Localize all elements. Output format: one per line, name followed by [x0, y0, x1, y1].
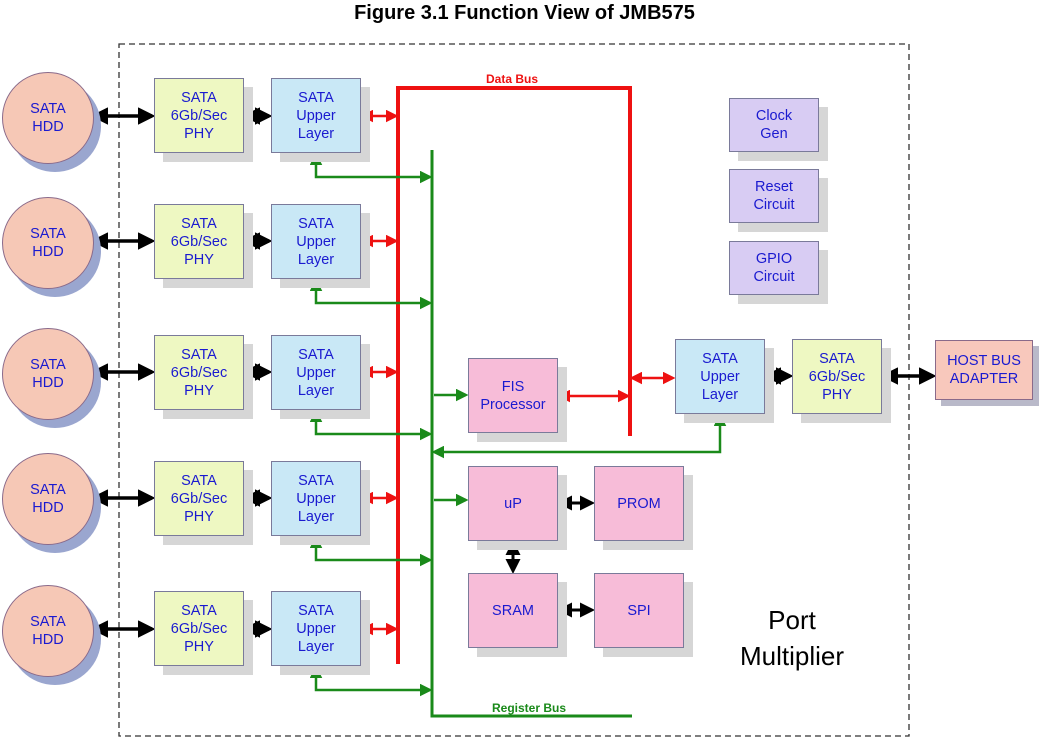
upper-regbus-link-4 — [309, 535, 433, 567]
up-block: uP — [468, 466, 558, 541]
sata-phy-4: SATA 6Gb/Sec PHY — [154, 461, 244, 536]
sata-phy-3: SATA 6Gb/Sec PHY — [154, 335, 244, 410]
sata-upper-layer-3: SATA Upper Layer — [271, 335, 361, 410]
sata-phy-2: SATA 6Gb/Sec PHY — [154, 204, 244, 279]
fis-processor: FIS Processor — [468, 358, 558, 433]
reset-circuit-block: Reset Circuit — [729, 169, 819, 223]
port-multiplier-label: Port Multiplier — [739, 605, 845, 671]
upper-regbus-link-1 — [309, 152, 433, 184]
port-multiplier-boundary — [118, 43, 910, 737]
host-upper-regbus-link — [431, 413, 727, 459]
host-bus-adapter: HOST BUS ADAPTER — [935, 340, 1033, 400]
sata-phy-1: SATA 6Gb/Sec PHY — [154, 78, 244, 153]
sata-phy-5: SATA 6Gb/Sec PHY — [154, 591, 244, 666]
sata-upper-layer-4: SATA Upper Layer — [271, 461, 361, 536]
sata-hdd-4: SATA HDD — [2, 453, 94, 545]
sata-upper-layer-5: SATA Upper Layer — [271, 591, 361, 666]
register-bus-label: Register Bus — [492, 701, 567, 715]
host-sata-upper-layer: SATA Upper Layer — [675, 339, 765, 414]
register-bus-line — [430, 150, 632, 718]
sata-hdd-2: SATA HDD — [2, 197, 94, 289]
gpio-circuit-block: GPIO Circuit — [729, 241, 819, 295]
spi-block: SPI — [594, 573, 684, 648]
upper-regbus-link-5 — [309, 665, 433, 697]
sata-hdd-3: SATA HDD — [2, 328, 94, 420]
sata-upper-layer-2: SATA Upper Layer — [271, 204, 361, 279]
upper-regbus-link-2 — [309, 278, 433, 310]
sata-hdd-5: SATA HDD — [2, 585, 94, 677]
host-sata-phy: SATA 6Gb/Sec PHY — [792, 339, 882, 414]
sram-block: SRAM — [468, 573, 558, 648]
prom-block: PROM — [594, 466, 684, 541]
sata-upper-layer-1: SATA Upper Layer — [271, 78, 361, 153]
upper-regbus-link-3 — [309, 409, 433, 441]
data-bus-label: Data Bus — [486, 72, 539, 86]
figure-title: Figure 3.1 Function View of JMB575 — [354, 2, 695, 24]
sata-hdd-1: SATA HDD — [2, 72, 94, 164]
clock-gen-block: Clock Gen — [729, 98, 819, 152]
